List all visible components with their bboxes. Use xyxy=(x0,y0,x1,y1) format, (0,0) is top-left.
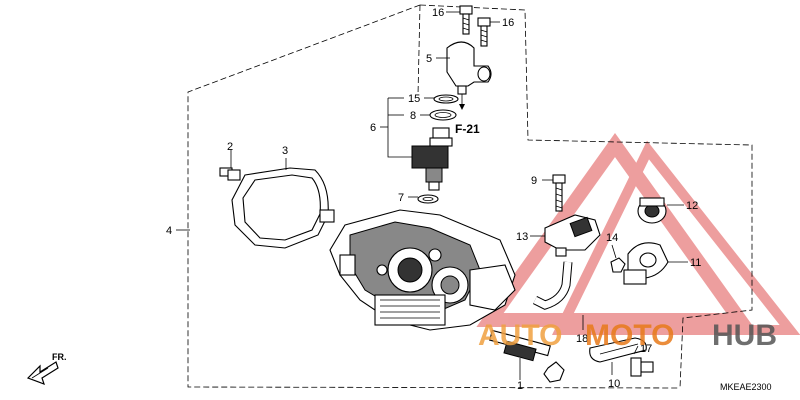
watermark-word-hub: HUB xyxy=(712,319,777,352)
callout-2: 2 xyxy=(227,141,233,153)
callout-16b: 16 xyxy=(502,17,514,29)
o-ring-8 xyxy=(429,109,457,121)
callout-12: 12 xyxy=(686,200,698,212)
group-outline xyxy=(187,4,753,389)
o-ring-15 xyxy=(433,94,459,104)
bracket-6 xyxy=(387,98,412,158)
injector-6 xyxy=(411,127,453,191)
clamp-12 xyxy=(637,197,667,224)
bolt-16-left xyxy=(459,5,473,35)
throttle-cover-3 xyxy=(231,158,335,249)
watermark-word-auto: AUTO xyxy=(478,319,562,352)
callout-7: 7 xyxy=(398,192,404,204)
watermark-text: AUTO MOTO HUB xyxy=(478,319,777,352)
clamp-11 xyxy=(623,242,669,285)
callout-11: 11 xyxy=(690,257,701,269)
callout-9: 9 xyxy=(531,175,537,187)
callout-16a: 16 xyxy=(432,7,444,19)
callout-13: 13 xyxy=(516,231,528,243)
callout-1: 1 xyxy=(517,380,523,392)
callout-8: 8 xyxy=(410,110,416,122)
callout-5: 5 xyxy=(426,53,432,65)
callout-3: 3 xyxy=(282,145,288,157)
bolt-9 xyxy=(552,174,566,212)
front-arrow-icon xyxy=(26,361,59,386)
diagram-code: MKEAE2300 xyxy=(720,382,772,392)
callout-14: 14 xyxy=(606,232,618,244)
o-ring-7 xyxy=(417,194,439,204)
callout-17: 17 xyxy=(640,343,652,355)
throttle-body xyxy=(329,209,516,331)
callout-10: 10 xyxy=(608,378,620,390)
hose-18 xyxy=(532,261,584,330)
bolt-2 xyxy=(219,150,241,181)
injector-cap-5 xyxy=(446,41,492,110)
callout-18: 18 xyxy=(576,333,588,345)
callout-4: 4 xyxy=(166,225,172,237)
bolt-16-right xyxy=(477,17,491,47)
front-arrow-label: FR. xyxy=(52,352,67,362)
callout-6: 6 xyxy=(370,122,376,134)
callouts: 1 2 3 4 5 6 7 8 9 10 11 12 13 14 15 16 1… xyxy=(52,7,772,392)
bolt-14 xyxy=(610,244,626,273)
bracket-10 xyxy=(589,337,647,375)
sensor-13 xyxy=(544,214,601,257)
ref-f21: F-21 xyxy=(455,122,480,136)
throttle-shaft-1 xyxy=(489,329,565,383)
bolt-17 xyxy=(630,345,654,377)
watermark-word-moto: MOTO xyxy=(585,319,674,352)
callout-15: 15 xyxy=(408,93,420,105)
